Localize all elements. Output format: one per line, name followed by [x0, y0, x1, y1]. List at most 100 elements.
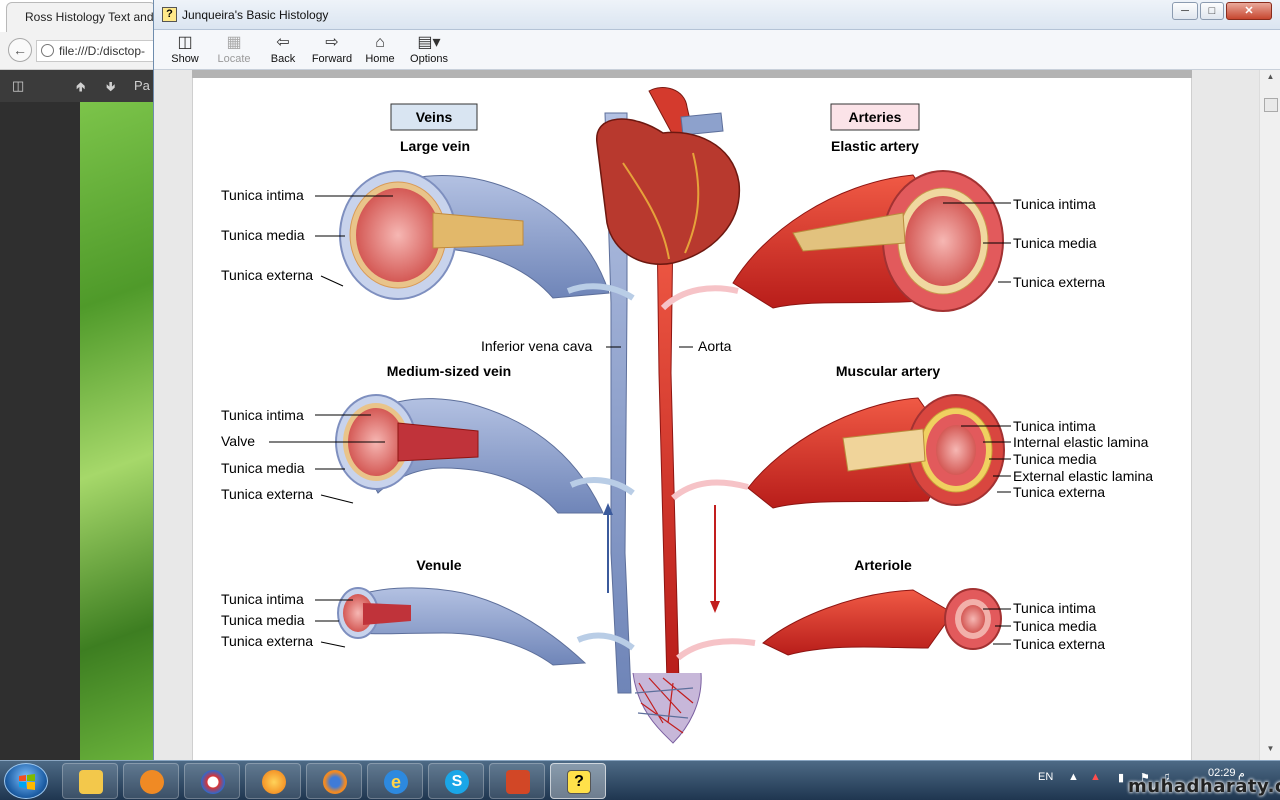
- clock-time[interactable]: 02:29: [1208, 767, 1236, 779]
- minimize-button[interactable]: ─: [1172, 2, 1198, 20]
- sync-app-icon: [201, 770, 225, 794]
- security-tray-icon[interactable]: ▲: [1090, 771, 1101, 783]
- home-button[interactable]: ⌂ Home: [358, 33, 402, 65]
- help-viewer-icon: ?: [567, 770, 591, 794]
- browser-toolbar: ← file:///D:/disctop-: [0, 32, 160, 70]
- taskbar-firefox[interactable]: [306, 763, 362, 799]
- help-titlebar: ? Junqueira's Basic Histology ─ □ ✕: [154, 0, 1280, 30]
- elastic-artery: [732, 170, 1004, 312]
- help-content-pane[interactable]: Veins Arteries: [154, 70, 1259, 760]
- label-tunica-externa: Tunica externa: [221, 633, 313, 649]
- label-tunica-externa: Tunica externa: [1013, 636, 1105, 652]
- ivc-label: Inferior vena cava: [481, 338, 592, 354]
- window-title: Junqueira's Basic Histology: [182, 8, 329, 22]
- scroll-thumb[interactable]: [1264, 98, 1278, 112]
- label-tunica-media: Tunica media: [221, 612, 305, 628]
- volume-icon[interactable]: ♫: [1162, 771, 1171, 783]
- page-down-icon[interactable]: 🢃: [106, 79, 116, 94]
- watermark: muhadharaty.com: [1128, 776, 1280, 797]
- back-arrow-icon: ⇦: [276, 34, 290, 51]
- label-tunica-externa: Tunica externa: [1013, 484, 1105, 500]
- page-up-icon[interactable]: 🢁: [76, 79, 86, 94]
- figure-top-rule: [192, 70, 1192, 78]
- arteries-header-box: Arteries: [830, 103, 920, 131]
- pdf-toolbar: ◫ 🢁 🢃 Pa: [0, 70, 160, 102]
- file-explorer-icon: [79, 770, 103, 794]
- blood-vessel-figure: Veins Arteries: [192, 73, 1192, 760]
- maximize-button[interactable]: □: [1200, 2, 1224, 20]
- home-icon: ⌂: [375, 34, 385, 51]
- options-button[interactable]: ▤▾ Options: [407, 33, 451, 65]
- label-tunica-intima: Tunica intima: [221, 187, 304, 203]
- venule: [337, 587, 587, 666]
- show-label: Show: [171, 53, 199, 65]
- taskbar-file-explorer[interactable]: [62, 763, 118, 799]
- back-label: Back: [270, 53, 296, 65]
- elastic-artery-title: Elastic artery: [831, 138, 919, 154]
- label-tunica-externa: Tunica externa: [1013, 274, 1105, 290]
- tray-expand-icon[interactable]: ▲: [1068, 771, 1079, 783]
- scroll-down-icon[interactable]: ▼: [1266, 744, 1275, 753]
- label-internal-elastic-lamina: Internal elastic lamina: [1013, 434, 1149, 450]
- windows-logo-icon: [19, 774, 35, 790]
- forward-label: Forward: [311, 53, 353, 65]
- label-tunica-intima: Tunica intima: [221, 407, 304, 423]
- vertical-scrollbar[interactable]: ▲ ▼: [1259, 70, 1280, 760]
- capillary-bed: [632, 672, 702, 744]
- taskbar-skype[interactable]: S: [428, 763, 484, 799]
- language-indicator[interactable]: EN: [1038, 771, 1054, 783]
- label-tunica-media: Tunica media: [1013, 618, 1097, 634]
- muscular-artery: [747, 394, 1005, 509]
- scroll-up-icon[interactable]: ▲: [1266, 72, 1275, 81]
- start-button[interactable]: [4, 763, 48, 799]
- options-label: Options: [410, 53, 448, 65]
- browser-back-button[interactable]: ←: [8, 38, 32, 62]
- label-tunica-externa: Tunica externa: [221, 267, 313, 283]
- back-button[interactable]: ⇦ Back: [261, 33, 305, 65]
- taskbar-orange-app[interactable]: [245, 763, 301, 799]
- firefox-icon: [323, 770, 347, 794]
- arteries-header: Arteries: [849, 109, 902, 125]
- label-tunica-externa: Tunica externa: [221, 486, 313, 502]
- vessel-diagram: Veins Arteries: [221, 87, 1153, 744]
- battery-icon[interactable]: ▮: [1118, 772, 1125, 784]
- heart: [596, 87, 741, 265]
- flag-tray-icon[interactable]: ⚑: [1140, 772, 1150, 784]
- taskbar: e S ? EN ▲ ▲ ▮ ⚑ ♫ 02:29 م: [0, 760, 1280, 800]
- venule-title: Venule: [416, 557, 461, 573]
- globe-icon: [41, 44, 54, 57]
- close-button[interactable]: ✕: [1226, 2, 1272, 20]
- veins-header-box: Veins: [390, 103, 478, 131]
- address-bar[interactable]: file:///D:/disctop-: [36, 40, 160, 62]
- taskbar-presentation[interactable]: [489, 763, 545, 799]
- label-valve: Valve: [221, 433, 255, 449]
- show-icon: ◫: [177, 34, 193, 51]
- taskbar-media-player[interactable]: [123, 763, 179, 799]
- arteriole-title: Arteriole: [854, 557, 912, 573]
- upward-flow-arrow: [603, 503, 613, 593]
- skype-icon: S: [445, 770, 469, 794]
- taskbar-sync-app[interactable]: [184, 763, 240, 799]
- forward-button[interactable]: ⇨ Forward: [310, 33, 354, 65]
- vein-branch-arrows: [566, 283, 635, 651]
- presentation-icon: [506, 770, 530, 794]
- browser-tab[interactable]: Ross Histology Text and: [6, 2, 156, 32]
- taskbar-help-viewer[interactable]: ?: [550, 763, 606, 799]
- locate-button[interactable]: ▦ Locate: [212, 33, 256, 65]
- arteriole-labels: Tunica intima Tunica media Tunica extern…: [983, 600, 1105, 652]
- show-button[interactable]: ◫ Show: [163, 33, 207, 65]
- label-tunica-intima: Tunica intima: [1013, 418, 1096, 434]
- downward-flow-arrow: [710, 505, 720, 613]
- taskbar-internet-explorer[interactable]: e: [367, 763, 423, 799]
- locate-icon: ▦: [226, 34, 242, 51]
- help-window-icon: ?: [162, 7, 177, 22]
- options-icon: ▤▾: [417, 34, 441, 51]
- label-tunica-media: Tunica media: [1013, 235, 1097, 251]
- sidebar-toggle-icon[interactable]: ◫: [12, 78, 25, 93]
- label-tunica-media: Tunica media: [221, 227, 305, 243]
- aorta-label: Aorta: [698, 338, 732, 354]
- label-tunica-intima: Tunica intima: [1013, 196, 1096, 212]
- large-vein-labels: Tunica intima Tunica media Tunica extern…: [221, 187, 393, 287]
- artery-branch-arrows: [660, 285, 756, 661]
- home-label: Home: [365, 53, 395, 65]
